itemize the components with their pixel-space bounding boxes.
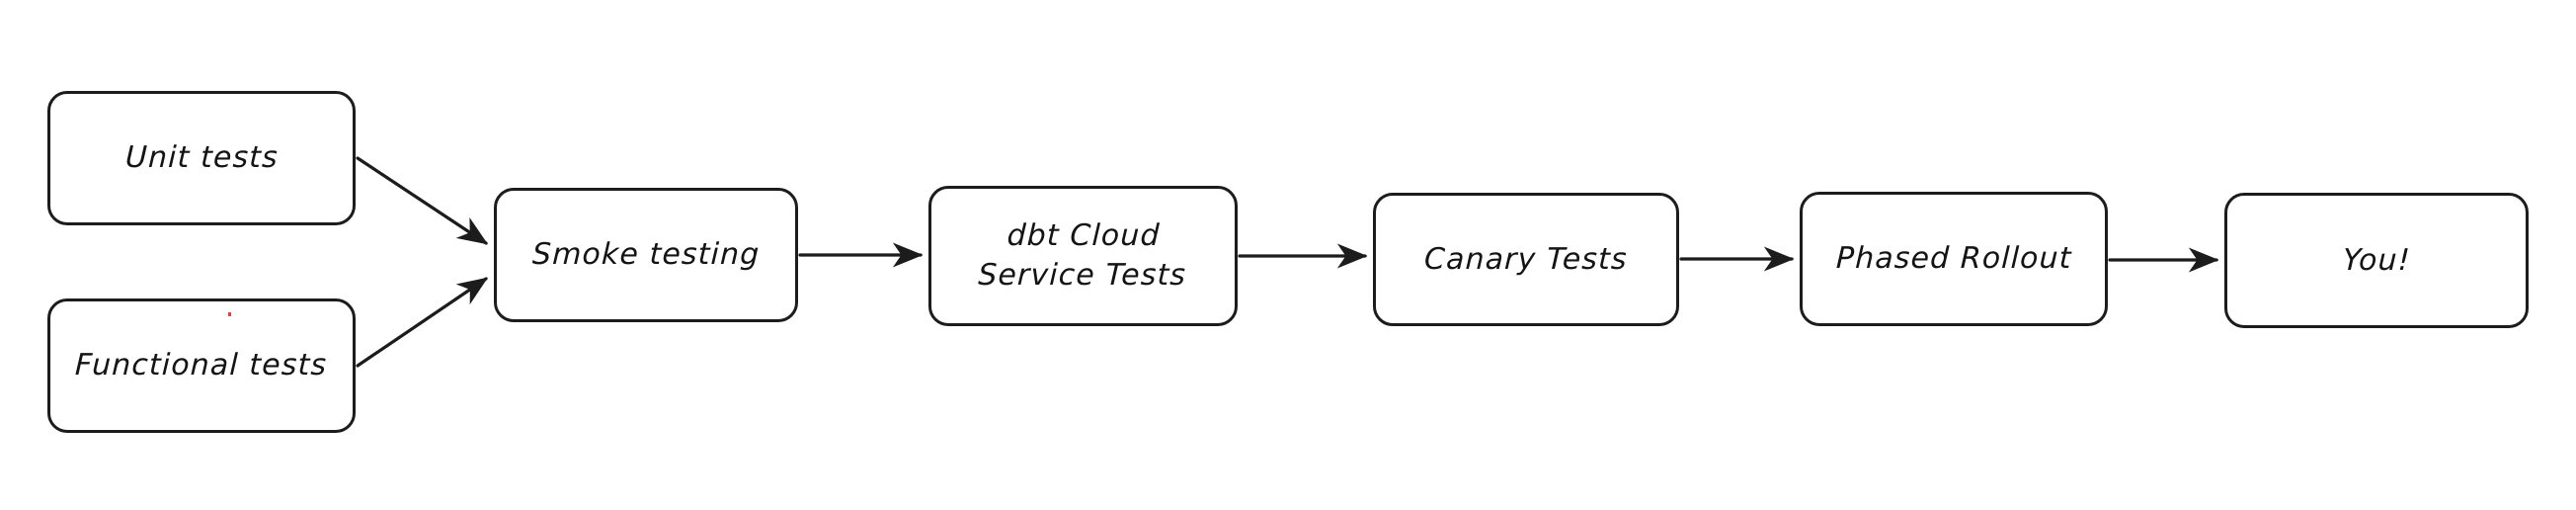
node-label-dbt-cloud-service-tests: dbt Cloud Service Tests bbox=[977, 218, 1187, 293]
node-you[interactable]: You! bbox=[2224, 193, 2529, 328]
node-label-canary-tests: Canary Tests bbox=[1423, 241, 1629, 277]
edge-unit-to-smoke bbox=[356, 156, 489, 245]
node-dbt-cloud-service-tests[interactable]: dbt Cloud Service Tests bbox=[928, 186, 1238, 326]
edge-functional-to-smoke bbox=[356, 277, 489, 368]
node-label-unit-tests: Unit tests bbox=[123, 140, 280, 176]
node-label-smoke-testing: Smoke testing bbox=[531, 237, 761, 273]
node-canary-tests[interactable]: Canary Tests bbox=[1373, 193, 1679, 326]
node-smoke-testing[interactable]: Smoke testing bbox=[494, 188, 798, 322]
node-label-phased-rollout: Phased Rollout bbox=[1835, 241, 2072, 277]
node-label-you: You! bbox=[2341, 242, 2412, 278]
node-functional-tests[interactable]: Functional tests bbox=[47, 298, 356, 433]
node-phased-rollout[interactable]: Phased Rollout bbox=[1800, 192, 2108, 326]
ink-speck bbox=[228, 312, 231, 316]
node-unit-tests[interactable]: Unit tests bbox=[47, 91, 356, 225]
node-label-functional-tests: Functional tests bbox=[74, 348, 329, 383]
